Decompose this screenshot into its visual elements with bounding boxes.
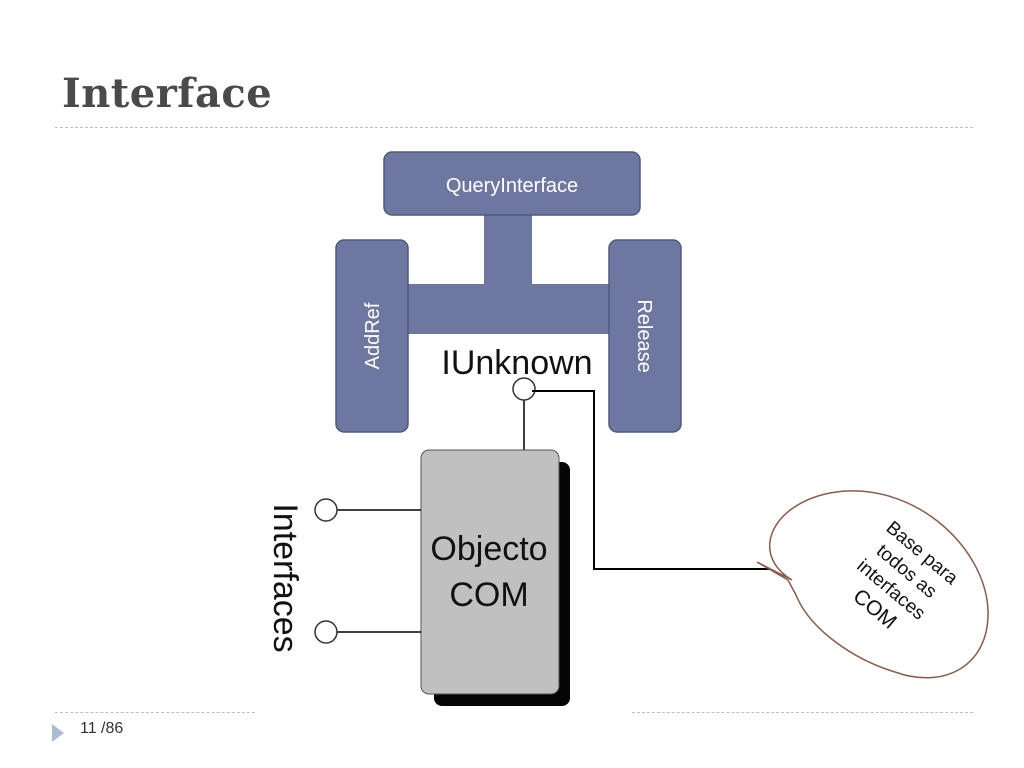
object-label-line2: COM (449, 576, 528, 614)
footer-divider-right (632, 712, 973, 713)
connector-stem (484, 214, 532, 288)
query-interface-label: QueryInterface (446, 175, 578, 197)
callout-bubble (756, 490, 989, 679)
release-label: Release (633, 299, 655, 372)
object-label-line1: Objecto (430, 530, 547, 568)
page-marker-icon (52, 724, 64, 742)
footer-divider-left (55, 712, 255, 713)
interfaces-label: Interfaces (266, 503, 304, 652)
title-divider (55, 127, 973, 128)
callout-pointer-line (532, 390, 770, 570)
interface-connector-icon-bottom (314, 620, 338, 644)
addref-box (335, 239, 409, 433)
iunknown-connector-icon (512, 377, 536, 401)
query-interface-box (383, 151, 641, 216)
page-number: 11 /86 (80, 720, 124, 737)
release-box (608, 239, 682, 433)
connector-bar (404, 284, 614, 334)
interface-connector-icon-top (314, 498, 338, 522)
iunknown-label: IUnknown (441, 344, 592, 382)
addref-label: AddRef (362, 302, 384, 369)
object-com-box (420, 449, 560, 695)
slide-title: Interface (62, 70, 273, 117)
